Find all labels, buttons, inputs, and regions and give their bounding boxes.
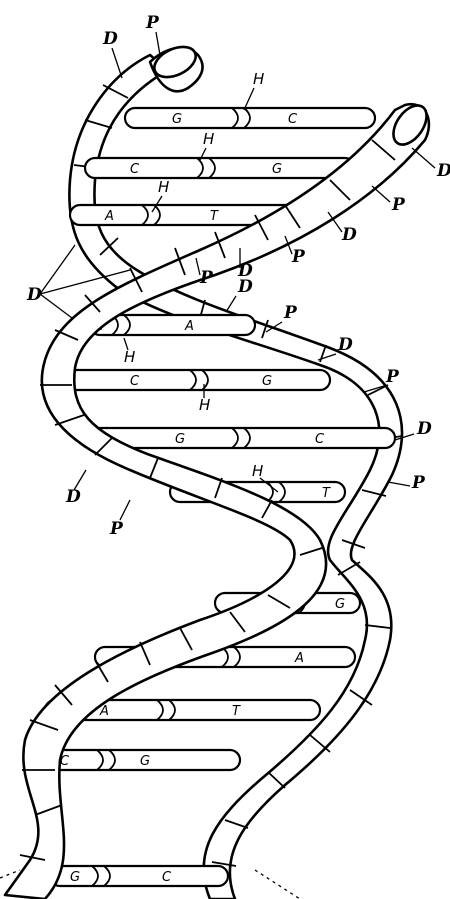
- base-right: C: [315, 432, 325, 447]
- label-d-8: D: [65, 487, 81, 507]
- leader-d-group-c: [40, 294, 72, 318]
- base-left: C: [130, 374, 140, 389]
- label-p-2: P: [391, 195, 406, 215]
- base-right: A: [294, 651, 304, 666]
- base-left: G: [172, 112, 182, 127]
- label-d-5: D: [237, 277, 253, 297]
- base-right: G: [140, 754, 150, 769]
- base-left: G: [175, 432, 185, 447]
- label-d-7: D: [416, 419, 432, 439]
- label-p-5: P: [283, 303, 298, 323]
- base-right: T: [322, 486, 331, 501]
- leader-d-2: [412, 148, 435, 168]
- back-strand-top: [150, 41, 203, 91]
- base-right: A: [184, 319, 194, 334]
- base-right: T: [210, 209, 219, 224]
- label-d-2: D: [436, 161, 450, 181]
- label-h-5: H: [199, 396, 210, 414]
- trailing-dotted-line: [255, 870, 300, 899]
- label-p-3: P: [291, 247, 306, 267]
- base-right: C: [162, 870, 172, 885]
- label-h-3: H: [158, 178, 169, 196]
- base-right: G: [272, 162, 282, 177]
- label-h-1: H: [253, 70, 264, 88]
- base-right: G: [262, 374, 272, 389]
- base-pair-bar: [85, 158, 355, 178]
- leader-p-7: [388, 482, 410, 486]
- label-p-7: P: [411, 473, 426, 493]
- base-left: C: [130, 162, 140, 177]
- label-p-6: P: [385, 367, 400, 387]
- leader-d-1: [112, 48, 122, 78]
- label-d-group: D: [26, 285, 42, 305]
- label-p-1: P: [145, 13, 160, 33]
- leader-p-2: [372, 186, 390, 202]
- base-right: G: [335, 597, 345, 612]
- base-left: A: [104, 209, 114, 224]
- leader-p-8: [120, 500, 130, 520]
- base-right: C: [288, 112, 298, 127]
- label-p-8: P: [109, 519, 124, 539]
- label-h-4: H: [124, 348, 135, 366]
- base-right: T: [232, 704, 241, 719]
- leader-d-5: [226, 296, 236, 312]
- base-left: G: [70, 870, 80, 885]
- label-h-2: H: [203, 130, 214, 148]
- leader-h-1: [244, 88, 254, 110]
- label-d-1: D: [102, 29, 118, 49]
- base-pair-bar: [60, 370, 330, 390]
- label-d-6: D: [337, 335, 353, 355]
- leader-p-1: [156, 32, 160, 55]
- label-p-4: P: [199, 268, 214, 288]
- label-h-6: H: [252, 462, 263, 480]
- label-d-3: D: [341, 225, 357, 245]
